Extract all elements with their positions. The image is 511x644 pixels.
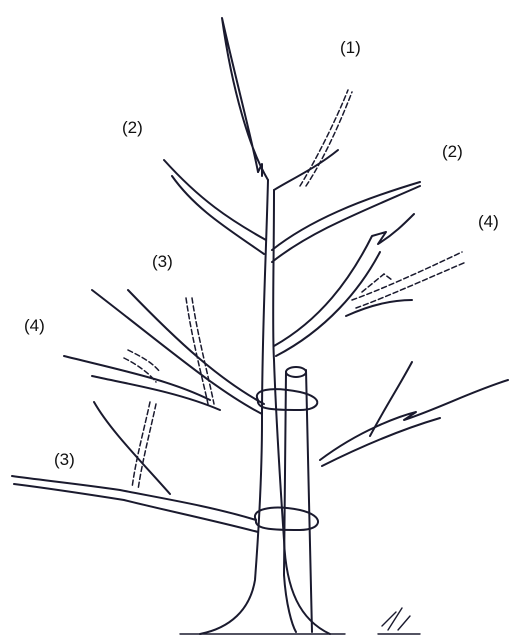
right-cut-guide-3 <box>362 274 392 292</box>
leader-side-shoot <box>274 150 338 190</box>
mid-left-branch-top <box>128 290 264 404</box>
label-top-shoot: (1) <box>340 38 361 58</box>
label-mid-left-branch: (3) <box>152 252 173 272</box>
upper-left-branch-bottom <box>172 176 264 254</box>
left-side-shoot <box>64 350 220 410</box>
lower-left-upshoot <box>94 402 170 494</box>
mid-left-cut-guide-2 <box>192 298 214 404</box>
trunk-right-edge <box>273 190 330 634</box>
upper-tie <box>257 389 317 410</box>
upper-right-branch-top <box>272 182 420 250</box>
right-cut-guide-2 <box>356 262 466 308</box>
lower-right-branch <box>320 362 508 466</box>
upper-left-branch-top <box>164 160 266 240</box>
leader-notch <box>258 164 262 176</box>
lower-right-branch-top <box>320 380 508 460</box>
label-left-side-shoot: (4) <box>24 316 45 336</box>
upper-left-branch <box>164 160 266 254</box>
right-cut-guide-1 <box>352 252 462 300</box>
upper-right-branch-bottom <box>272 186 420 262</box>
leader-shoot <box>222 18 352 190</box>
grass-tuft <box>382 608 410 630</box>
upper-right-branch <box>272 182 420 262</box>
support-stake <box>284 367 312 632</box>
lower-right-upshoot <box>370 362 412 436</box>
label-upper-left-branch: (2) <box>122 118 143 138</box>
lower-left-branch <box>12 402 258 532</box>
right-mid-branch <box>274 214 466 356</box>
lower-left-branch-top <box>12 476 256 520</box>
label-upper-right-branch: (2) <box>442 142 463 162</box>
leader-cut-guide-2 <box>306 92 352 186</box>
label-lower-left-branch: (3) <box>54 450 75 470</box>
leader-stem <box>222 18 268 180</box>
lower-left-cut-guide-2 <box>138 404 156 490</box>
left-side-shoot-top <box>64 356 210 400</box>
stake-top <box>286 367 306 377</box>
right-mid-branch-bottom <box>276 252 380 356</box>
left-cut-guide-1 <box>128 350 160 372</box>
lower-left-branch-bottom <box>14 484 258 532</box>
label-right-side-shoot: (4) <box>478 212 499 232</box>
